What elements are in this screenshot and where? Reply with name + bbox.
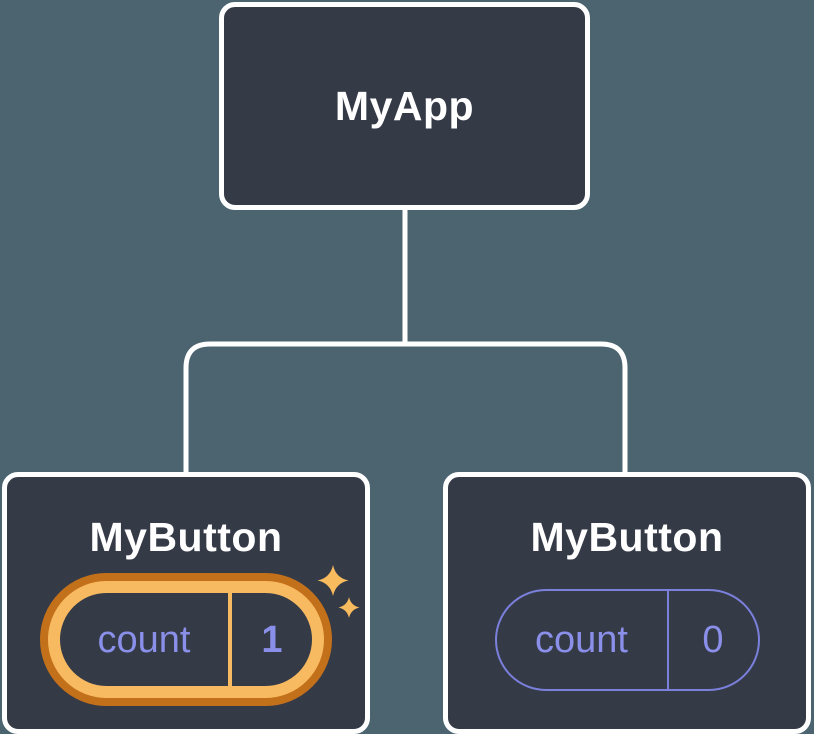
state-pill-row: count 1 xyxy=(40,565,360,706)
child-node-mybutton-updated: MyButton count 1 xyxy=(2,472,370,734)
child-node-label: MyButton xyxy=(530,514,724,560)
state-pill-row: count 0 xyxy=(494,573,760,706)
state-pill-divider xyxy=(228,593,232,686)
child-node-mybutton-plain: MyButton count 0 xyxy=(443,472,811,734)
state-pill-plain: count 0 xyxy=(494,588,760,691)
state-name: count xyxy=(97,618,191,661)
root-node-label: MyApp xyxy=(334,83,475,129)
state-pill-divider xyxy=(666,590,669,689)
state-name: count xyxy=(535,618,628,661)
root-node-myapp: MyApp xyxy=(219,2,590,210)
state-pill-highlighted: count 1 xyxy=(40,573,332,706)
state-value: 0 xyxy=(702,618,724,661)
child-node-label: MyButton xyxy=(89,514,283,560)
state-value: 1 xyxy=(261,618,283,661)
state-pill-core: count 1 xyxy=(60,593,312,686)
